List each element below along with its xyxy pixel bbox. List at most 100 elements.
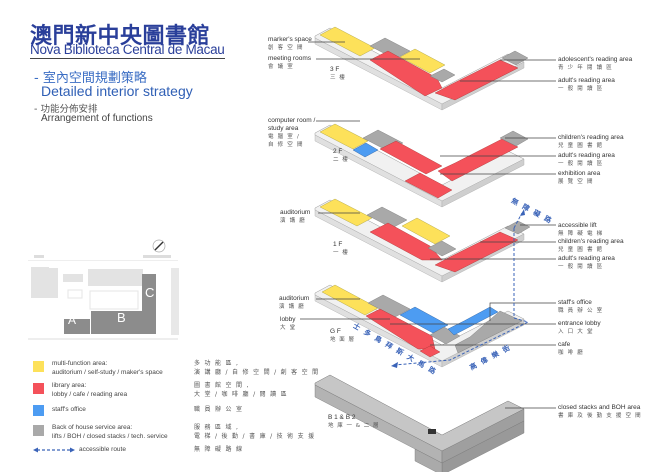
legend-label-zh: 無 障 礙 路 線 [194,446,244,453]
dashed-arrow-icon [33,447,75,453]
label-zh: 演 講 廳 [279,304,305,310]
label-en: lobby [280,316,296,323]
floor-name-zh: 一 樓 [333,250,349,256]
legend-label-zh: 多 功 能 區 , [194,360,240,367]
zone-adolescent-reading [434,59,519,101]
legend-label: lifts / BOH / closed stacks / tech. serv… [52,432,168,440]
label-en: adult's reading area [558,152,615,159]
floor-b1b2-plan [314,374,525,472]
legend-label: multi-function area: [52,360,108,367]
floor-gf-plan [314,284,525,368]
zone-staff-office-2 [447,306,499,336]
label-adults-reading: adult's reading area 一 般 閱 讀 區 [558,255,615,271]
accessible-route-lift [513,212,523,229]
zone-cafe-terrace [419,345,441,358]
label-en: auditorium [280,209,311,216]
accessible-route-street [394,317,530,366]
zone-boh-core-2 [429,68,456,83]
label-staff-office: staff's office 職 員 辦 公 室 [558,299,603,315]
section-heading-chinese: - 功能分佈安排 [34,104,98,115]
legend-label-zh: 演 講 廳 / 自 修 空 間 / 創 客 空 間 [194,368,320,376]
label-zh: 青 少 年 閱 讀 區 [558,65,613,71]
legend-label-zh: 服 務 區 域 , [194,424,240,431]
label-zh: 兒 童 圖 書 館 [558,143,604,149]
floor-name-zh: 二 樓 [333,157,349,163]
label-zh: 書 庫 及 後 勤 支 援 空 間 [558,413,642,419]
label-en: meeting rooms [268,55,311,62]
zone-cafe [429,326,461,345]
label-zh: 自 修 空 間 [268,142,304,148]
legend-swatch-grey [33,425,44,436]
label-zh: 咖 啡 廳 [558,350,584,356]
label-en: accessible lift [558,222,597,229]
label-en: adult's reading area [558,255,615,262]
zone-computer-room [319,123,369,150]
route-arrow-icon [520,209,525,216]
floor-label-1f: 1 F 一 樓 [333,241,349,257]
label-zh: 職 員 辦 公 室 [558,308,604,314]
floor-label-gf: G F 地 面 層 [330,328,355,344]
legend-label-zh: 大 堂 / 咖 啡 廳 / 閱 讀 區 [194,390,288,398]
title-english: Nova Biblioteca Central de Macau [30,42,225,59]
floor-name-zh: 地 面 層 [330,337,355,343]
leader-line [489,302,556,321]
legend-swatch-blue [33,405,44,416]
north-arrow-icon [152,239,166,253]
label-zh: 演 講 廳 [280,218,306,224]
route-arrow-icon [391,362,398,368]
label-en: adult's reading area [558,77,615,84]
label-zh: 會 議 室 [268,64,294,70]
site-block-a-label: A [68,313,77,327]
label-adolescents-reading: adolescent's reading area 青 少 年 閱 讀 區 [558,56,632,72]
zone-adult-reading [379,140,443,175]
label-en: cafe [558,341,571,348]
zone-entrance-lobby [454,310,523,354]
zone-auditorium [319,198,373,227]
label-zh: 展 覽 空 間 [558,179,594,185]
floor-name-zh: 三 樓 [330,75,346,81]
zone-multi-function [401,217,451,245]
legend-swatch-red [33,383,44,394]
site-block-b-label: B [117,310,126,325]
label-en: adolescent's reading area [558,56,633,63]
floor-3f-plan [314,26,529,111]
legend-item-multi-function: multi-function area:auditorium / self-st… [33,360,319,377]
legend-item-library: library area:lobby / cafe / reading area… [33,382,288,399]
zone-staff-office [352,142,379,158]
label-en: closed stacks and BOH area [558,404,641,411]
section-heading-english: Arrangement of functions [41,113,153,124]
legend-label: library area: [52,382,87,389]
subtitle-english: Detailed interior strategy [41,83,193,99]
label-zh: 一 般 閱 讀 區 [558,86,604,92]
legend-item-accessible-route: accessible route 無 障 礙 路 線 [33,446,243,455]
legend-label-zh: 圖 書 館 空 間 , [194,382,250,389]
legend-label: accessible route [79,446,126,453]
label-en: staff's office [558,299,592,306]
label-zh: 電 腦 室 / [268,134,300,140]
label-zh: 一 般 閱 讀 區 [558,264,604,270]
title-chinese: 澳門新中央圖書館 [30,24,211,49]
floor-name-en: 1 F [333,241,343,248]
zone-accessible-lift [504,220,531,235]
legend-label: auditorium / self-study / maker's space [52,368,163,376]
legend-label: lobby / cafe / reading area [52,390,128,398]
site-block-c-label: C [145,285,155,300]
legend-label: Back of house service area: [52,424,133,431]
label-zh: 兒 童 圖 書 館 [558,247,604,253]
label-en: marker's space [268,36,312,43]
subtitle-chinese: - 室內空間規劃策略 [34,71,147,86]
label-closed-stacks: closed stacks and BOH area 書 庫 及 後 勤 支 援 … [558,404,642,420]
label-adults-reading: adult's reading area 一 般 閱 讀 區 [558,77,615,93]
floor-name-en: G F [330,328,341,335]
site-plan [28,239,179,340]
